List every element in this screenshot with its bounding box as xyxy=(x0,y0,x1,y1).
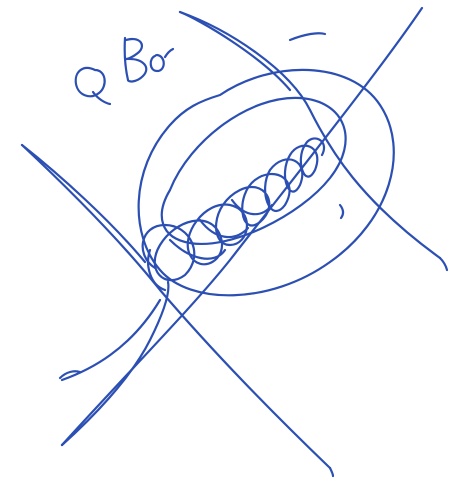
diagonal-curve xyxy=(180,12,440,258)
spiral-loops xyxy=(143,138,324,290)
handwritten-label xyxy=(76,38,173,104)
